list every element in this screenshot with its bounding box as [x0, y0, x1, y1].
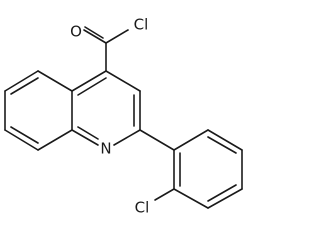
bond-c4a-c5 — [37, 70, 73, 92]
bond-c4-c3 — [105, 70, 141, 92]
bond-c5p-c6p — [207, 129, 243, 151]
atom-ring-nitrogen: N — [100, 140, 111, 158]
bond-c2-c1prime — [139, 129, 175, 151]
bond-carbonyl-o-double — [84, 26, 104, 39]
bond-c5-c6 — [4, 70, 39, 92]
bond-c5p-c6p-double — [207, 136, 237, 154]
bond-c4a-c4 — [71, 70, 107, 92]
bond-c8-c8a — [37, 129, 73, 151]
bond-c5-c6-double — [10, 77, 39, 95]
structure-diagram: O Cl N Cl — [4, 16, 243, 217]
bond-c4a-c4-double — [77, 77, 107, 96]
bond-c3p-c4p-double — [207, 184, 237, 202]
bond-c2p-c3p — [173, 188, 209, 209]
bond-c2p-cl — [154, 188, 175, 201]
bond-c6p-c1p — [173, 129, 209, 151]
atom-acyl-chlorine: Cl — [134, 16, 149, 34]
bond-c2-n1 — [113, 129, 141, 146]
bond-carbonyl-o — [83, 29, 107, 44]
bond-n1-c8a — [71, 129, 99, 146]
atom-oxygen: O — [70, 23, 82, 41]
bond-c3p-c4p — [207, 188, 243, 209]
bond-carbonyl-cl — [105, 29, 129, 44]
bond-c7-c8 — [4, 129, 39, 151]
atom-aryl-chlorine: Cl — [135, 199, 150, 217]
bond-c7-c8-double — [10, 126, 39, 144]
bond-n1-c8a-double — [77, 126, 99, 140]
